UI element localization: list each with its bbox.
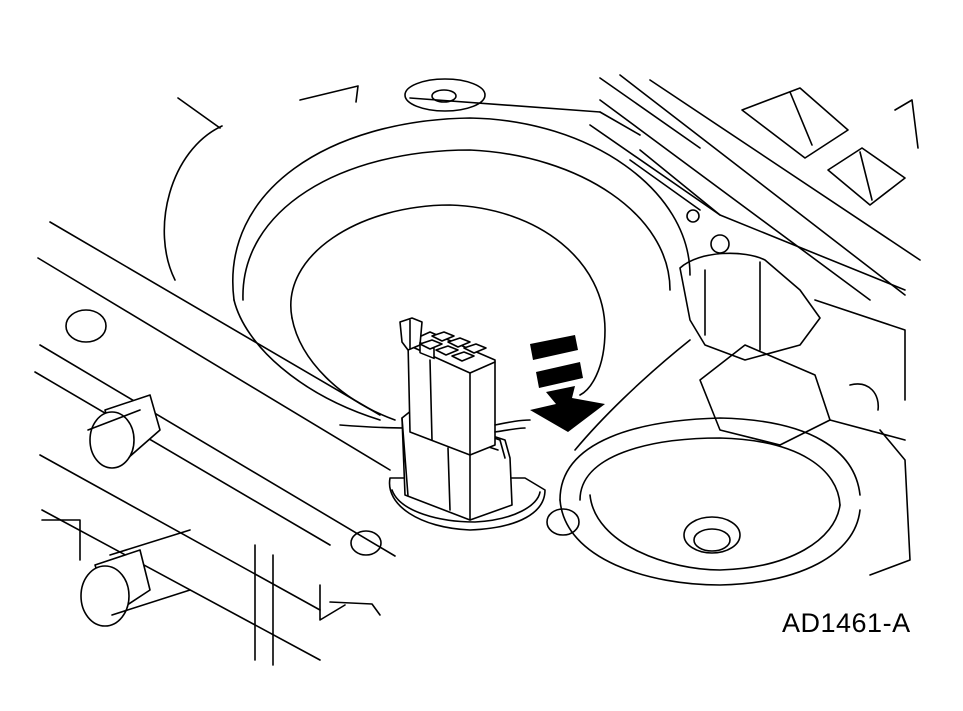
solenoid-connector: [388, 317, 546, 531]
top-mounting-boss: [404, 78, 486, 112]
install-direction-arrow-icon: [530, 335, 605, 432]
left-bolt-holes: [65, 309, 580, 556]
figure-id-label: AD1461-A: [782, 608, 911, 638]
left-pin-stubs: [80, 394, 191, 627]
lower-right-bore: [559, 417, 861, 586]
housing-outline-upper: [163, 77, 701, 281]
right-valve-body: [589, 74, 921, 301]
right-housing-pocket: [574, 252, 911, 576]
left-flange-rails: [34, 221, 396, 666]
